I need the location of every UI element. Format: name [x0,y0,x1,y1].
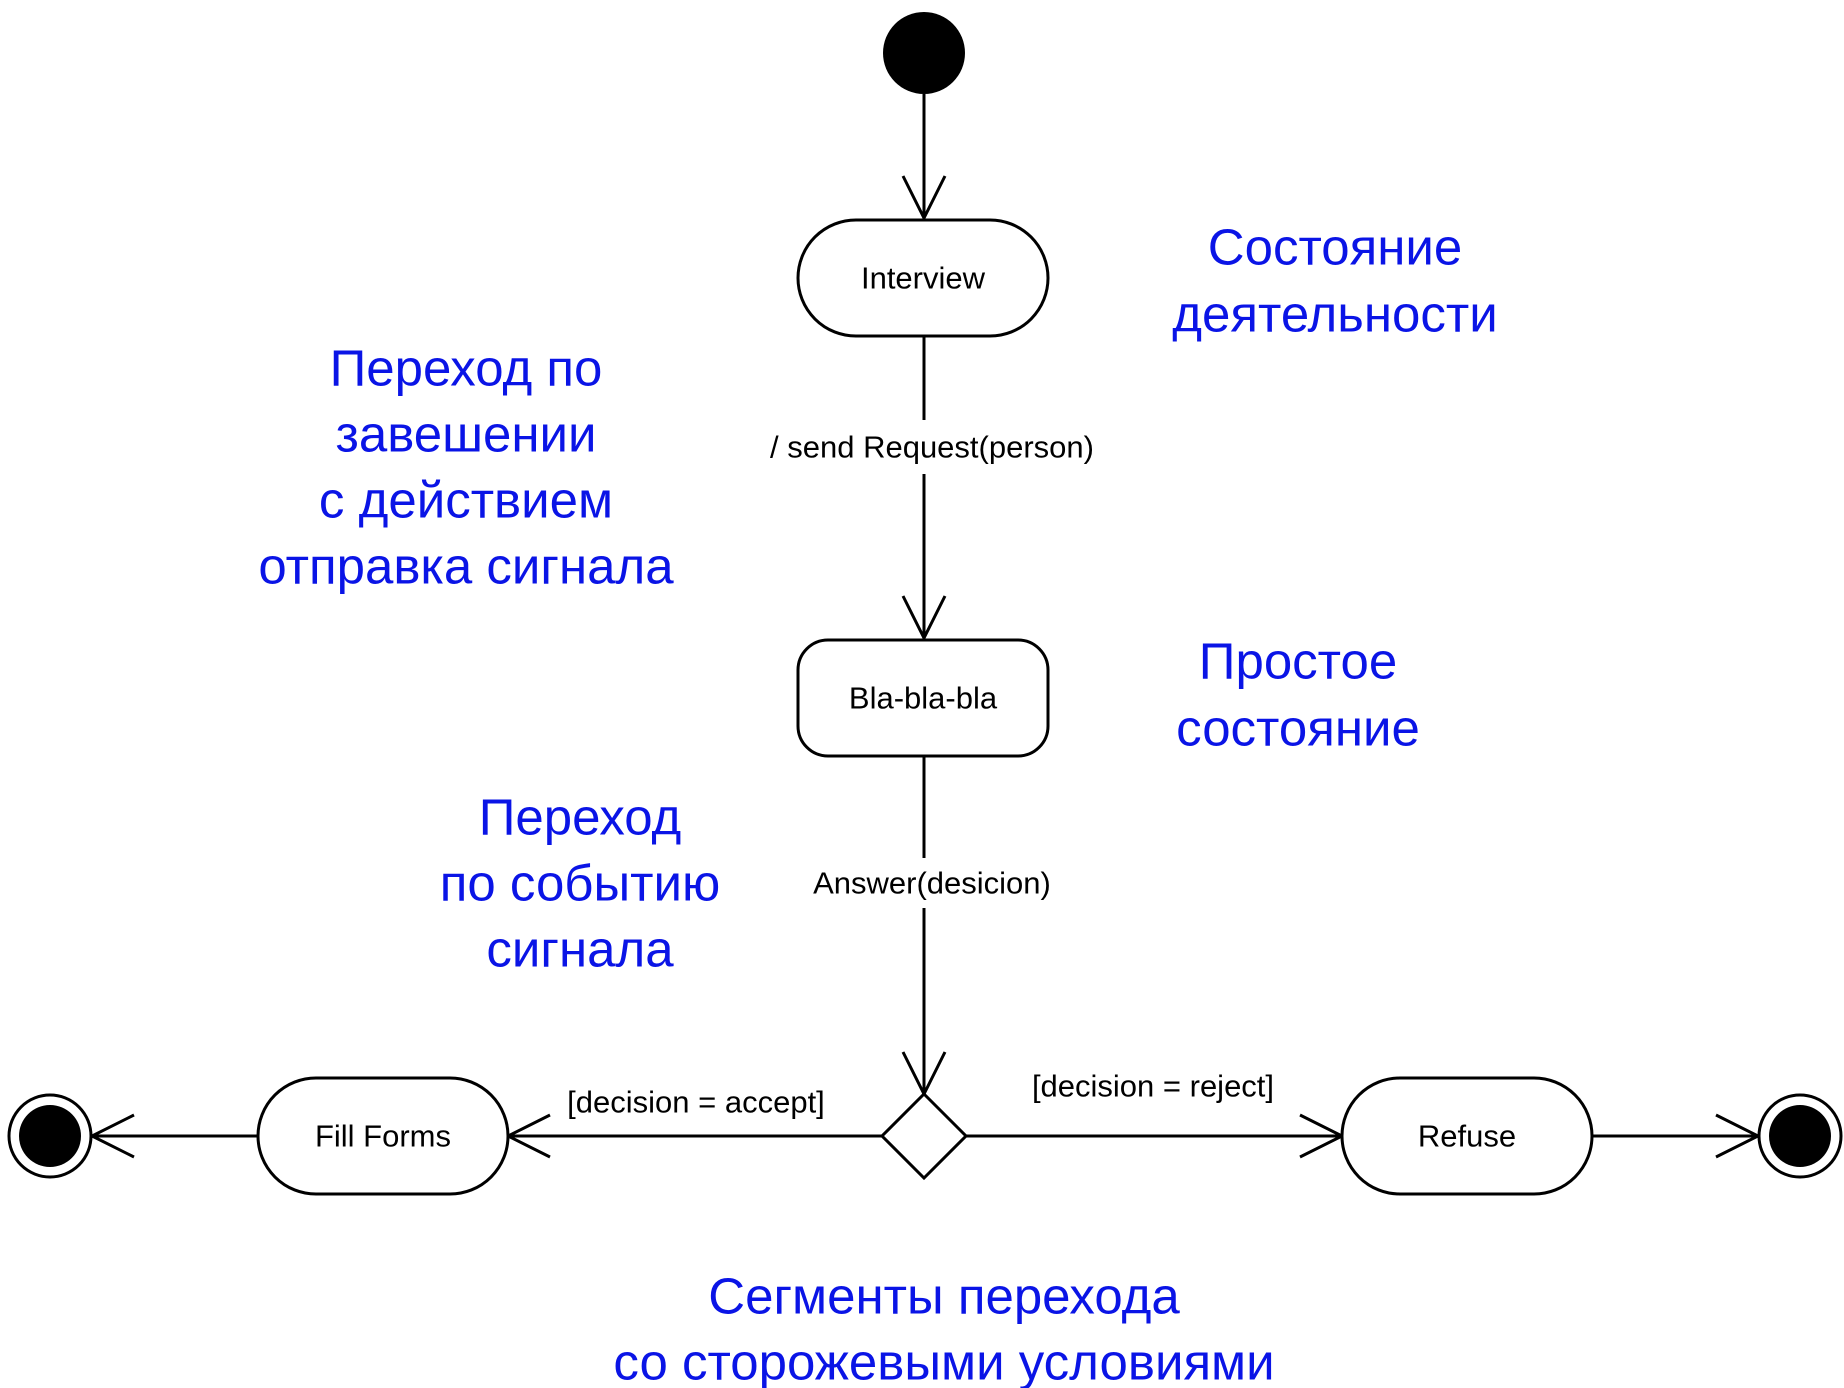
annotation-signal-event-line-1: Переход [479,789,682,846]
node-interview[interactable]: Interview [796,218,1050,338]
node-interview-label: Interview [861,261,986,296]
initial-node [883,12,965,94]
annotation-activity-state-line-1: Состояние [1208,219,1462,276]
final-node-right [1757,1093,1843,1179]
node-bla-label: Bla-bla-bla [849,681,998,716]
edge-decision-to-fill-forms [504,1113,882,1159]
annotation-completion-line-1: Переход по [330,340,603,397]
node-refuse[interactable]: Refuse [1340,1076,1594,1196]
node-bla-bla-bla[interactable]: Bla-bla-bla [796,638,1050,758]
annotation-completion-line-4: отправка сигнала [258,538,674,595]
annotation-completion-line-2: завешении [335,406,596,463]
annotation-activity-state: Состояние деятельности [1172,219,1497,343]
annotation-completion-transition: Переход по завешении с действием отправк… [258,340,674,595]
node-fill-forms[interactable]: Fill Forms [256,1076,510,1196]
edge-refuse-to-final [1592,1113,1762,1159]
annotation-activity-state-line-2: деятельности [1172,286,1497,343]
final-node-left [7,1093,93,1179]
node-refuse-label: Refuse [1418,1119,1516,1154]
edge-label-reject: [decision = reject] [1032,1069,1274,1104]
annotation-guard-segments-line-1: Сегменты перехода [708,1268,1180,1325]
edge-interview-to-bla [901,336,947,642]
edge-initial-to-interview [901,94,947,222]
annotation-guard-segments-line-2: со сторожевыми условиями [613,1334,1274,1388]
annotation-simple-state: Простое состояние [1176,633,1420,757]
edge-label-answer: Answer(desicion) [813,866,1051,901]
edge-bla-to-decision [901,756,947,1098]
node-fill-forms-label: Fill Forms [315,1119,451,1154]
decision-node[interactable] [879,1091,969,1181]
edge-label-accept: [decision = accept] [567,1085,825,1120]
annotation-signal-event-line-3: сигнала [486,921,674,978]
annotation-completion-line-3: с действием [319,472,613,529]
annotation-signal-event-transition: Переход по событию сигнала [440,789,721,978]
edge-decision-to-refuse [966,1113,1346,1159]
edge-label-send-request: / send Request(person) [770,430,1094,465]
annotation-simple-state-line-1: Простое [1199,633,1397,690]
annotation-signal-event-line-2: по событию [440,855,721,912]
annotation-simple-state-line-2: состояние [1176,700,1420,757]
edge-fill-forms-to-final [88,1113,258,1159]
annotation-guard-segments: Сегменты перехода со сторожевыми условия… [613,1268,1274,1388]
